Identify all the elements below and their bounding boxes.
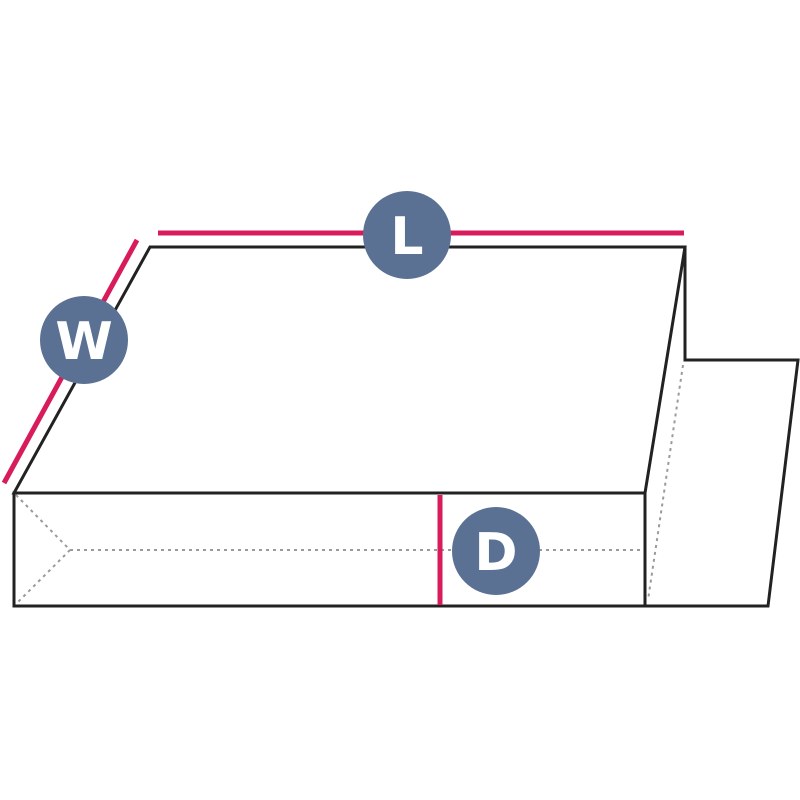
fold-lines [15, 364, 684, 605]
width-label: W [55, 312, 112, 372]
left-fold-dotted [15, 494, 72, 605]
right-fold-dotted [647, 364, 684, 601]
box-front-face [12, 491, 647, 608]
box-outline [11, 245, 800, 608]
length-badge: L [363, 191, 451, 279]
depth-label: D [474, 523, 517, 583]
length-label: L [390, 207, 423, 267]
box-side-flap [645, 247, 800, 608]
depth-badge: D [452, 507, 540, 595]
width-badge: W [40, 296, 128, 384]
